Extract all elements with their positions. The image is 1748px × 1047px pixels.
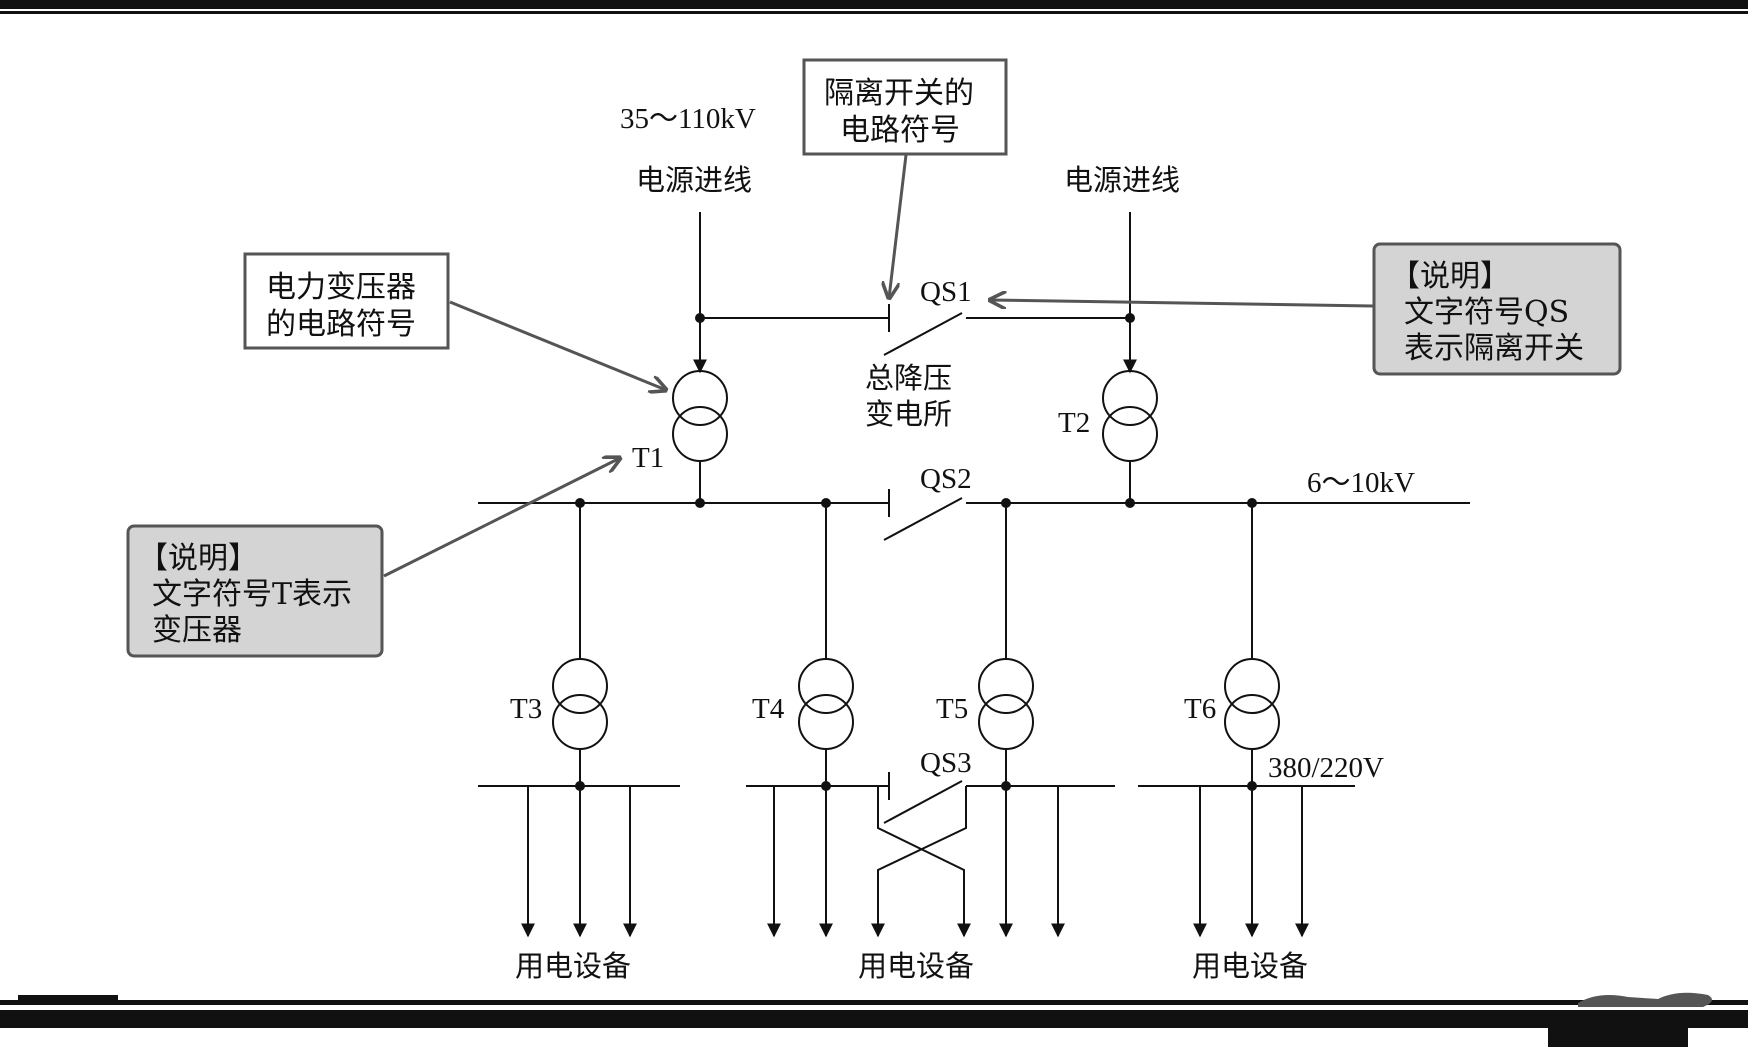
t4-label: T4	[752, 693, 785, 725]
t3-label: T3	[510, 693, 542, 725]
hv-feeders	[693, 212, 1137, 374]
right-feed-label: 电源进线	[1064, 163, 1180, 197]
load-label-middle: 用电设备	[858, 949, 974, 983]
load-arrows	[521, 786, 1309, 938]
note-qs: 【说明】 文字符号QS 表示隔离开关	[990, 242, 1622, 376]
transformer-t6	[1224, 658, 1280, 786]
t5-label: T5	[936, 693, 968, 725]
transformer-t2	[1102, 370, 1158, 503]
qs2-label: QS2	[920, 463, 972, 495]
mv-voltage-label: 6～10kV	[1307, 467, 1415, 499]
callout-transformer-line2: 的电路符号	[266, 307, 416, 342]
note-qs-line3: 表示隔离开关	[1404, 331, 1584, 366]
callout-isolator-line1: 隔离开关的	[824, 76, 974, 111]
isolator-qs3	[883, 772, 963, 824]
callout-transformer-line1: 电力变压器	[266, 270, 416, 305]
load-label-right: 用电设备	[1192, 949, 1308, 983]
substation-label-line2: 变电所	[865, 397, 952, 431]
isolator-qs1	[883, 304, 963, 356]
t2-label: T2	[1058, 407, 1090, 439]
substation-label-line1: 总降压	[865, 361, 952, 395]
transformer-t5	[978, 658, 1034, 786]
t6-label: T6	[1184, 693, 1216, 725]
callout-isolator-line2: 电路符号	[840, 113, 960, 148]
load-label-left: 用电设备	[515, 949, 631, 983]
note-t: 【说明】 文字符号T表示 变压器	[126, 458, 620, 658]
note-qs-line1: 【说明】	[1390, 259, 1510, 294]
note-t-line1: 【说明】	[138, 541, 258, 576]
hv-voltage-label: 35～110kV	[620, 103, 756, 135]
callout-isolator-symbol: 隔离开关的 电路符号	[802, 58, 1008, 298]
left-feed-label: 电源进线	[636, 163, 752, 197]
note-qs-line2: 文字符号QS	[1404, 295, 1569, 330]
qs1-label: QS1	[920, 276, 972, 308]
lv-voltage-label: 380/220V	[1268, 752, 1384, 784]
junction-dot	[695, 313, 705, 323]
t1-label: T1	[632, 442, 664, 474]
junction-dot	[1125, 313, 1135, 323]
note-t-line2: 文字符号T表示	[152, 577, 352, 612]
mv-feeders	[579, 503, 1253, 659]
transformer-t4	[798, 658, 854, 786]
isolator-qs2	[883, 489, 963, 541]
callout-transformer-symbol: 电力变压器 的电路符号	[243, 252, 666, 390]
qs3-label: QS3	[920, 747, 972, 779]
note-t-line3: 变压器	[152, 613, 242, 648]
transformer-t1	[672, 370, 728, 503]
transformer-t3	[552, 658, 608, 786]
